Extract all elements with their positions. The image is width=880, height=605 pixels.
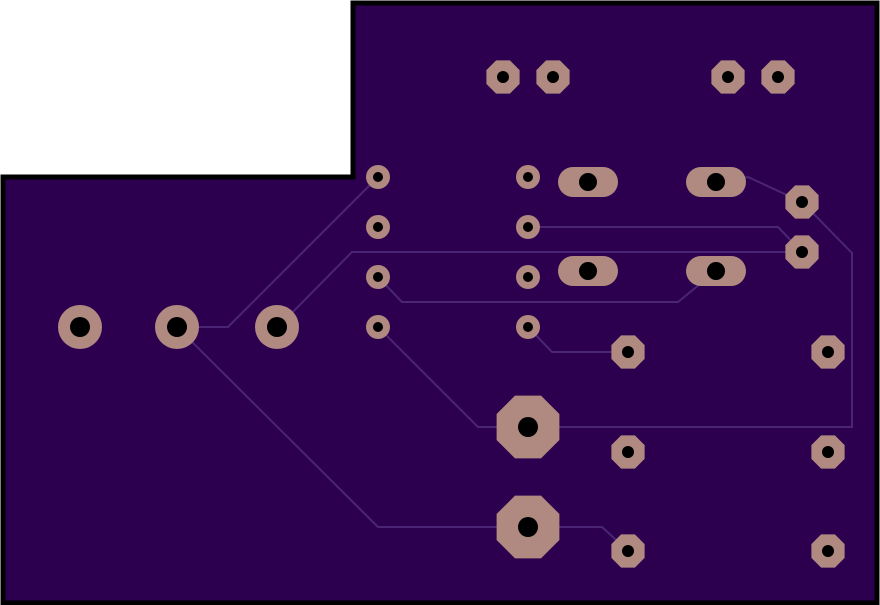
octagon-pad [785, 235, 819, 269]
through-hole [366, 315, 390, 339]
through-hole [516, 165, 540, 189]
round-pads [58, 305, 299, 349]
octagon-pad [611, 534, 645, 568]
large-octagon-pad [496, 395, 560, 459]
through-hole [516, 265, 540, 289]
oval-pad [686, 167, 746, 197]
through-hole [366, 165, 390, 189]
octagon-pad [761, 60, 795, 94]
through-hole [516, 315, 540, 339]
trace [528, 201, 853, 428]
through-hole [366, 265, 390, 289]
large-octagon-pad [496, 495, 560, 559]
octagon-pad [711, 60, 745, 94]
round-pad [255, 305, 299, 349]
oval-pad [558, 256, 618, 286]
octagon-pad [811, 534, 845, 568]
octagon-pad [811, 335, 845, 369]
through-hole [366, 215, 390, 239]
round-pad [155, 305, 199, 349]
octagon-pad [611, 335, 645, 369]
octagon-pad [811, 435, 845, 469]
trace [176, 326, 528, 528]
through-holes [366, 165, 540, 339]
oval-pads [558, 167, 746, 286]
trace [277, 251, 802, 328]
octagon-pad [536, 60, 570, 94]
octagon-pad [486, 60, 520, 94]
round-pad [58, 305, 102, 349]
oval-pad [686, 256, 746, 286]
oval-pad [558, 167, 618, 197]
trace [377, 270, 717, 303]
octagon-pad [785, 185, 819, 219]
large-octagon-pads [496, 395, 560, 559]
octagon-pad [611, 435, 645, 469]
through-hole [516, 215, 540, 239]
octagon-pads [486, 60, 845, 568]
